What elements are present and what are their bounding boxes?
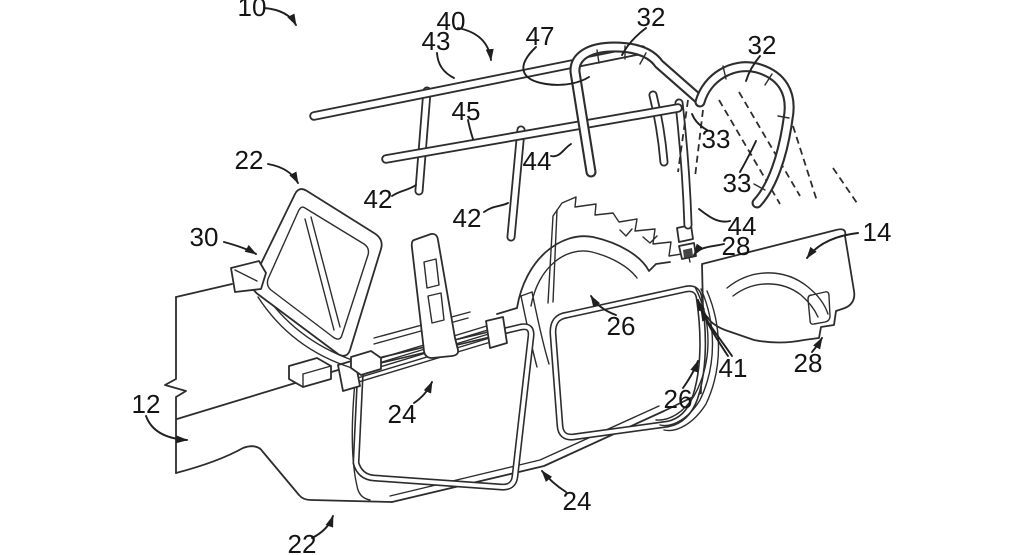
reference-labels: 10 40 43 47 32 32 45 44 33 33 22 42 42 3… — [132, 0, 892, 555]
leader-44-right — [698, 208, 731, 223]
ref-label-45: 45 — [452, 96, 481, 126]
roof-rack — [309, 45, 693, 242]
front-cut-line — [164, 296, 187, 474]
sport-bars — [569, 41, 858, 209]
ref-label-26-wheelhouse: 26 — [607, 311, 636, 341]
leader-47 — [522, 46, 590, 86]
leader-26-jamb — [682, 360, 699, 389]
taillamp-opening — [807, 291, 831, 325]
b-pillar — [410, 232, 460, 359]
inner-wheelhouse — [496, 235, 671, 315]
leader-12 — [145, 415, 189, 444]
leader-28-bracket — [693, 243, 725, 256]
rear-sport-bar — [694, 61, 795, 209]
rack-rail-lower — [381, 103, 683, 164]
ref-label-24-rocker: 24 — [563, 486, 592, 516]
leader-33-upper — [691, 113, 708, 131]
leader-42-mid — [483, 202, 509, 213]
leader-10 — [263, 7, 297, 26]
leader-14 — [806, 232, 859, 259]
body-tub — [164, 196, 720, 503]
ref-label-42-mid: 42 — [453, 203, 482, 233]
ref-label-28-quarter: 28 — [794, 348, 823, 378]
leader-32-rear — [745, 55, 761, 82]
leader-42-left — [391, 184, 417, 197]
ref-label-43: 43 — [422, 26, 451, 56]
leader-32-mid — [621, 27, 647, 56]
ref-label-42-left: 42 — [364, 184, 393, 214]
leader-24-rocker — [541, 470, 567, 493]
leader-28-quarter — [811, 337, 823, 353]
leader-41-b — [700, 309, 733, 357]
leader-26-wheelhouse — [590, 295, 617, 316]
ref-label-33-upper: 33 — [702, 124, 731, 154]
leader-44-top — [550, 143, 572, 158]
quarter-wheel-arch-inner — [732, 283, 819, 318]
ref-label-32-rear: 32 — [748, 30, 777, 60]
glass-reflection-lines — [304, 216, 341, 331]
rack-rail-upper — [309, 45, 647, 121]
leader-45 — [467, 119, 474, 140]
mid-sport-bar — [569, 41, 706, 178]
rack-stanchions — [414, 86, 693, 242]
ref-label-26-jamb: 26 — [664, 384, 693, 414]
rear-quarter-panel — [701, 228, 856, 344]
ref-label-10: 10 — [238, 0, 267, 22]
ref-label-40: 40 — [437, 6, 466, 36]
leader-41-a — [697, 298, 729, 357]
tube-segment-ticks — [596, 45, 790, 191]
cowl-top-line — [175, 283, 233, 298]
leader-33-lower — [739, 140, 757, 173]
ref-label-24-sill: 24 — [388, 399, 417, 429]
ref-label-47: 47 — [526, 21, 555, 51]
quarter-wheel-arch-outer — [726, 272, 829, 315]
leader-30 — [223, 241, 257, 255]
ref-label-33-lower: 33 — [723, 168, 752, 198]
ref-label-22-body: 22 — [288, 529, 317, 555]
leader-24-sill — [413, 381, 433, 404]
ref-label-44-top: 44 — [523, 146, 552, 176]
ref-label-14: 14 — [863, 217, 892, 247]
c-pillar-bracket — [676, 224, 697, 260]
windshield-frame — [230, 188, 383, 388]
ref-label-32-mid: 32 — [637, 2, 666, 32]
front-lower-outline — [175, 445, 393, 503]
ref-label-44-right: 44 — [728, 211, 757, 241]
leader-43 — [436, 52, 455, 79]
ref-label-30: 30 — [190, 222, 219, 252]
ref-label-22-windshield: 22 — [235, 145, 264, 175]
leader-22-windshield — [267, 163, 299, 184]
hidden-braces-33 — [677, 91, 858, 205]
ref-label-28-bracket: 28 — [722, 231, 751, 261]
frame-foot-right — [350, 350, 382, 376]
leader-22-body — [311, 514, 334, 539]
far-side-structure — [373, 196, 691, 345]
ref-label-41: 41 — [719, 353, 748, 383]
ref-label-12: 12 — [132, 389, 161, 419]
leader-40 — [457, 27, 494, 62]
